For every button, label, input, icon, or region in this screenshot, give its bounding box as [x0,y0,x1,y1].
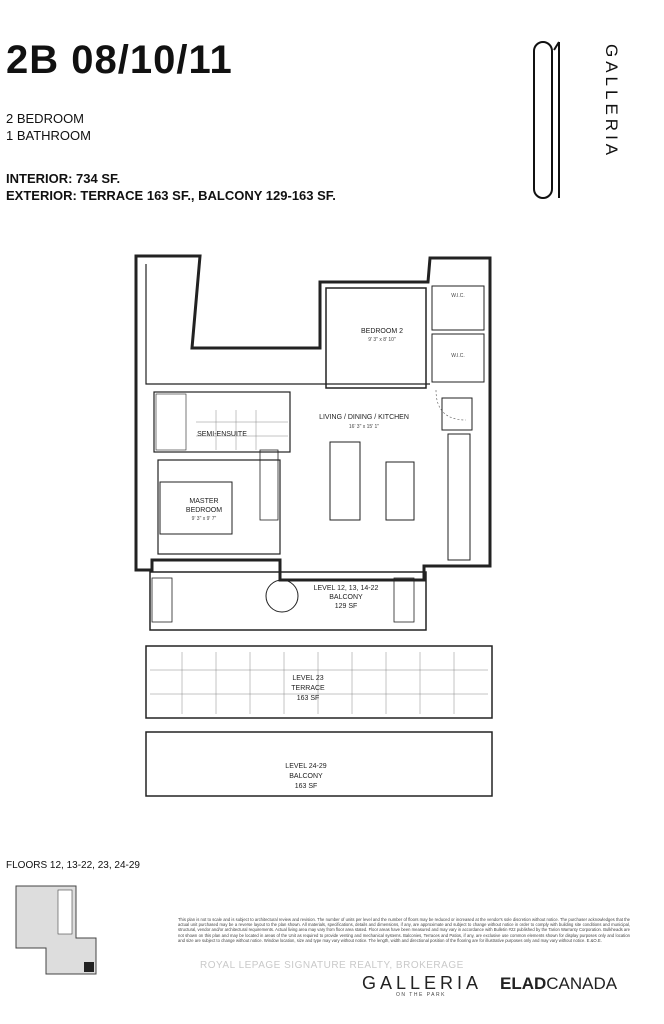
terrace-area: 163 SF [297,695,320,702]
master-bedroom-dims: 9' 3" x 9' 7" [192,516,217,522]
elad-logo-bold: ELAD [500,974,547,993]
logo-wordmark-text: GALLERIA [602,44,621,159]
balcony2-type: BALCONY [289,773,323,780]
master-bedroom-name-2: BEDROOM [186,507,222,514]
floor-plan: W.I.C. W.I.C. BEDROOM 2 9' 3" x 8' 10" L… [134,254,493,797]
legal-disclaimer: This plan is not to scale and is subject… [178,917,630,943]
balcony1-area: 129 SF [335,603,358,610]
brokerage-watermark: ROYAL LEPAGE SIGNATURE REALTY, BROKERAGE [200,960,464,971]
living-room-dims: 16' 3" x 15' 1" [349,424,379,430]
balcony1-level: LEVEL 12, 13, 14-22 [314,585,379,592]
galleria-vertical-wordmark: GALLERIA [602,44,621,159]
balcony2-area: 163 SF [295,783,318,790]
key-plan: N [15,885,97,975]
on-the-park-tagline: ON THE PARK [396,992,446,998]
wic-top-label: W.I.C. [451,293,465,299]
exterior-area: EXTERIOR: TERRACE 163 SF., BALCONY 129-1… [6,188,336,203]
elad-logo-rest: CANADA [546,974,618,993]
wic-bottom-label: W.I.C. [451,353,465,359]
semi-ensuite-label: SEMI-ENSUITE [197,431,247,438]
elad-canada-logo: ELADCANADA [500,974,617,994]
terrace-type: TERRACE [291,685,325,692]
galleria-wordmark: GALLERIA [362,973,483,993]
master-bedroom-name-1: MASTER [189,498,218,505]
bedroom-count: 2 BEDROOM [6,111,85,126]
bathroom-count: 1 BATHROOM [6,128,91,143]
balcony1-type: BALCONY [329,594,363,601]
bedroom2-name: BEDROOM 2 [361,328,403,335]
balcony2-level: LEVEL 24-29 [285,763,326,770]
unit-title: 2B 08/10/11 [6,38,233,82]
terrace-level: LEVEL 23 [292,675,323,682]
interior-area: INTERIOR: 734 SF. [6,171,121,186]
bedroom2-dims: 9' 3" x 8' 10" [368,337,396,343]
floors-label: FLOORS 12, 13-22, 23, 24-29 [6,860,140,871]
living-room-name: LIVING / DINING / KITCHEN [319,414,409,421]
galleria-01-logo [533,41,560,199]
